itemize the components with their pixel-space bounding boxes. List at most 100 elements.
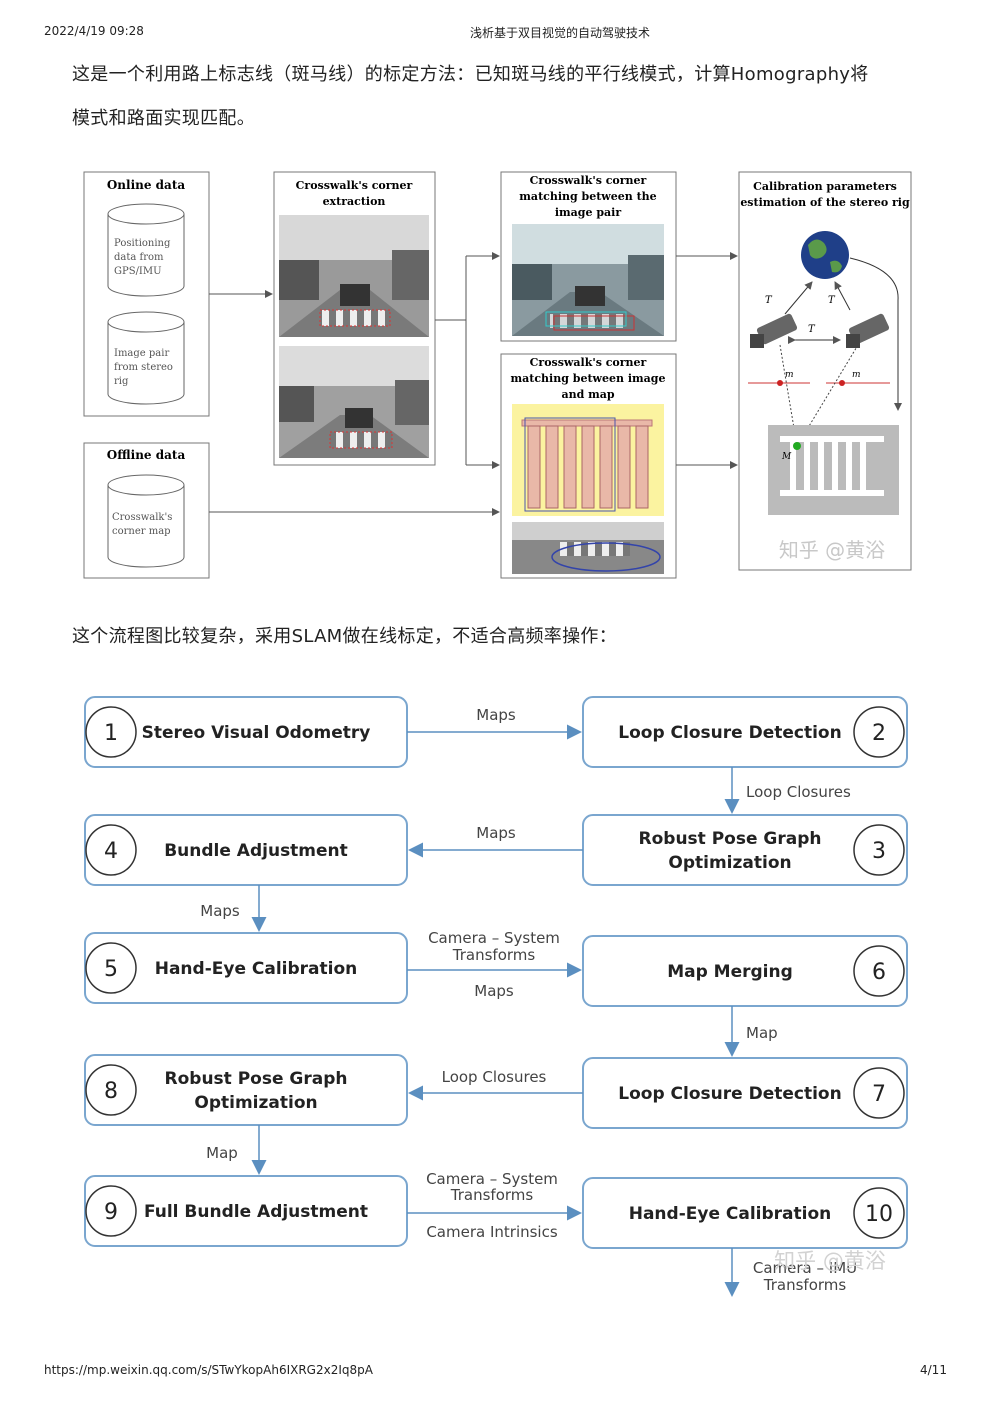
step-label: Map Merging bbox=[667, 962, 793, 982]
edge-label-3-4: Maps bbox=[476, 824, 516, 842]
matching-map-title-3: and map bbox=[561, 388, 614, 401]
matching-pair-title-1: Crosswalk's corner bbox=[530, 174, 647, 187]
step-label: Loop Closure Detection bbox=[618, 1084, 841, 1104]
calibration-title-2: estimation of the stereo rig bbox=[740, 196, 910, 209]
step-label: Hand-Eye Calibration bbox=[155, 959, 358, 979]
flow-node-4: 4 Bundle Adjustment bbox=[84, 814, 408, 886]
edge-label-2-3: Loop Closures bbox=[746, 783, 851, 801]
flow-node-6: 6 Map Merging bbox=[582, 935, 908, 1007]
db-map-line1: Crosswalk's bbox=[112, 512, 172, 523]
db-gps-line1: Positioning bbox=[114, 238, 171, 249]
step-label: Robust Pose Graph bbox=[639, 829, 822, 849]
paragraph-1: 这是一个利用路上标志线（斑马线）的标定方法：已知斑马线的平行线模式，计算Homo… bbox=[72, 64, 869, 85]
db-gps-line3: GPS/IMU bbox=[114, 266, 162, 277]
flow-node-7: 7 Loop Closure Detection bbox=[582, 1057, 908, 1129]
point-ml bbox=[777, 380, 783, 386]
flow-node-2: 2 Loop Closure Detection bbox=[582, 696, 908, 768]
print-page: 4/11 bbox=[920, 1363, 947, 1377]
edge-label-5-6-b: Transforms bbox=[452, 946, 536, 964]
db-stereo-line1: Image pair bbox=[114, 348, 169, 359]
step-label: Robust Pose Graph bbox=[165, 1069, 348, 1089]
offline-data-title: Offline data bbox=[107, 448, 186, 462]
symbol-ml: m bbox=[785, 370, 794, 380]
print-datetime: 2022/4/19 09:28 bbox=[44, 24, 144, 38]
calibration-title-1: Calibration parameters bbox=[753, 180, 897, 193]
symbol-M: M bbox=[781, 452, 792, 462]
flow-node-10: 10 Hand-Eye Calibration bbox=[582, 1177, 908, 1249]
edge-label-6-7: Map bbox=[746, 1024, 778, 1042]
matching-map-title-2: matching between image bbox=[511, 372, 666, 385]
step-label: Bundle Adjustment bbox=[164, 841, 348, 861]
edge-label-9-10-b: Transforms bbox=[450, 1186, 534, 1204]
camera-right-icon bbox=[846, 313, 890, 348]
paragraph-3: 这个流程图比较复杂，采用SLAM做在线标定，不适合高频率操作： bbox=[72, 626, 618, 647]
point-mr bbox=[839, 380, 845, 386]
step-number: 8 bbox=[104, 1079, 118, 1104]
matching-map-title-1: Crosswalk's corner bbox=[530, 356, 647, 369]
online-data-title: Online data bbox=[107, 178, 186, 192]
symbol-t-lw: T bbox=[765, 295, 773, 306]
step-number-circle bbox=[853, 945, 905, 997]
print-title: 浅析基于双目视觉的自动驾驶技术 bbox=[470, 26, 651, 40]
db-stereo-line3: rig bbox=[114, 376, 129, 387]
step-label: Optimization bbox=[668, 853, 791, 873]
edge-label-7-8: Loop Closures bbox=[442, 1068, 547, 1086]
step-number-circle bbox=[85, 942, 137, 994]
globe-icon bbox=[801, 231, 849, 279]
step-number-circle bbox=[853, 1187, 905, 1239]
db-map-line2: corner map bbox=[112, 526, 171, 537]
symbol-mr: m bbox=[852, 370, 861, 380]
symbol-t-rw: T bbox=[828, 295, 836, 306]
print-url: https://mp.weixin.qq.com/s/STwYkopAh6IXR… bbox=[44, 1363, 373, 1377]
step-label: Loop Closure Detection bbox=[618, 723, 841, 743]
step-number: 6 bbox=[872, 960, 886, 985]
step-number: 9 bbox=[104, 1200, 118, 1225]
step-number-circle bbox=[85, 706, 137, 758]
edge-label-4-5: Maps bbox=[200, 902, 240, 920]
matching-pair-title-2: matching between the bbox=[519, 190, 656, 203]
step-number-circle bbox=[853, 824, 905, 876]
step-label: Full Bundle Adjustment bbox=[144, 1202, 368, 1222]
step-number-circle bbox=[85, 824, 137, 876]
database-map-icon bbox=[107, 474, 185, 568]
edge-label-8-9: Map bbox=[206, 1144, 238, 1162]
edge-label-9-10-c: Camera Intrinsics bbox=[426, 1223, 558, 1241]
db-gps-line2: data from bbox=[114, 252, 164, 263]
edge-label-5-6-c: Maps bbox=[474, 982, 514, 1000]
step-label: Hand-Eye Calibration bbox=[629, 1204, 832, 1224]
database-stereo-icon bbox=[107, 311, 185, 405]
edge-label-out-a: Camera – IMU bbox=[753, 1259, 857, 1277]
step-number: 4 bbox=[104, 839, 118, 864]
step-number: 7 bbox=[872, 1082, 886, 1107]
watermark-2: 知乎 @黄浴 bbox=[774, 1249, 886, 1273]
crosswalk-map-image bbox=[512, 404, 664, 516]
symbol-t-lr: T bbox=[808, 324, 816, 335]
anaglyph-photo bbox=[512, 224, 664, 336]
watermark-1: 知乎 @黄浴 bbox=[779, 538, 885, 562]
edge-label-1-2: Maps bbox=[476, 706, 516, 724]
step-number: 10 bbox=[865, 1202, 893, 1227]
edge-label-out-b: Transforms bbox=[763, 1276, 847, 1294]
step-label: Optimization bbox=[194, 1093, 317, 1113]
paragraph-2: 模式和路面实现匹配。 bbox=[72, 108, 255, 129]
step-number-circle bbox=[853, 1067, 905, 1119]
crosswalk-pattern-image bbox=[768, 425, 899, 515]
extraction-title-1: Crosswalk's corner bbox=[296, 179, 413, 192]
edge-label-9-10-a: Camera – System bbox=[426, 1170, 558, 1188]
camera-left-icon bbox=[750, 313, 798, 348]
database-gps-icon bbox=[107, 203, 185, 297]
extraction-title-2: extraction bbox=[323, 195, 386, 208]
point-M bbox=[793, 442, 801, 450]
db-stereo-line2: from stereo bbox=[114, 362, 173, 373]
street-photo-bottom bbox=[279, 346, 429, 458]
road-photo-ellipse bbox=[512, 522, 664, 574]
flow-node-9: 9 Full Bundle Adjustment bbox=[84, 1175, 408, 1247]
step-number-circle bbox=[853, 706, 905, 758]
step-number: 2 bbox=[872, 721, 886, 746]
